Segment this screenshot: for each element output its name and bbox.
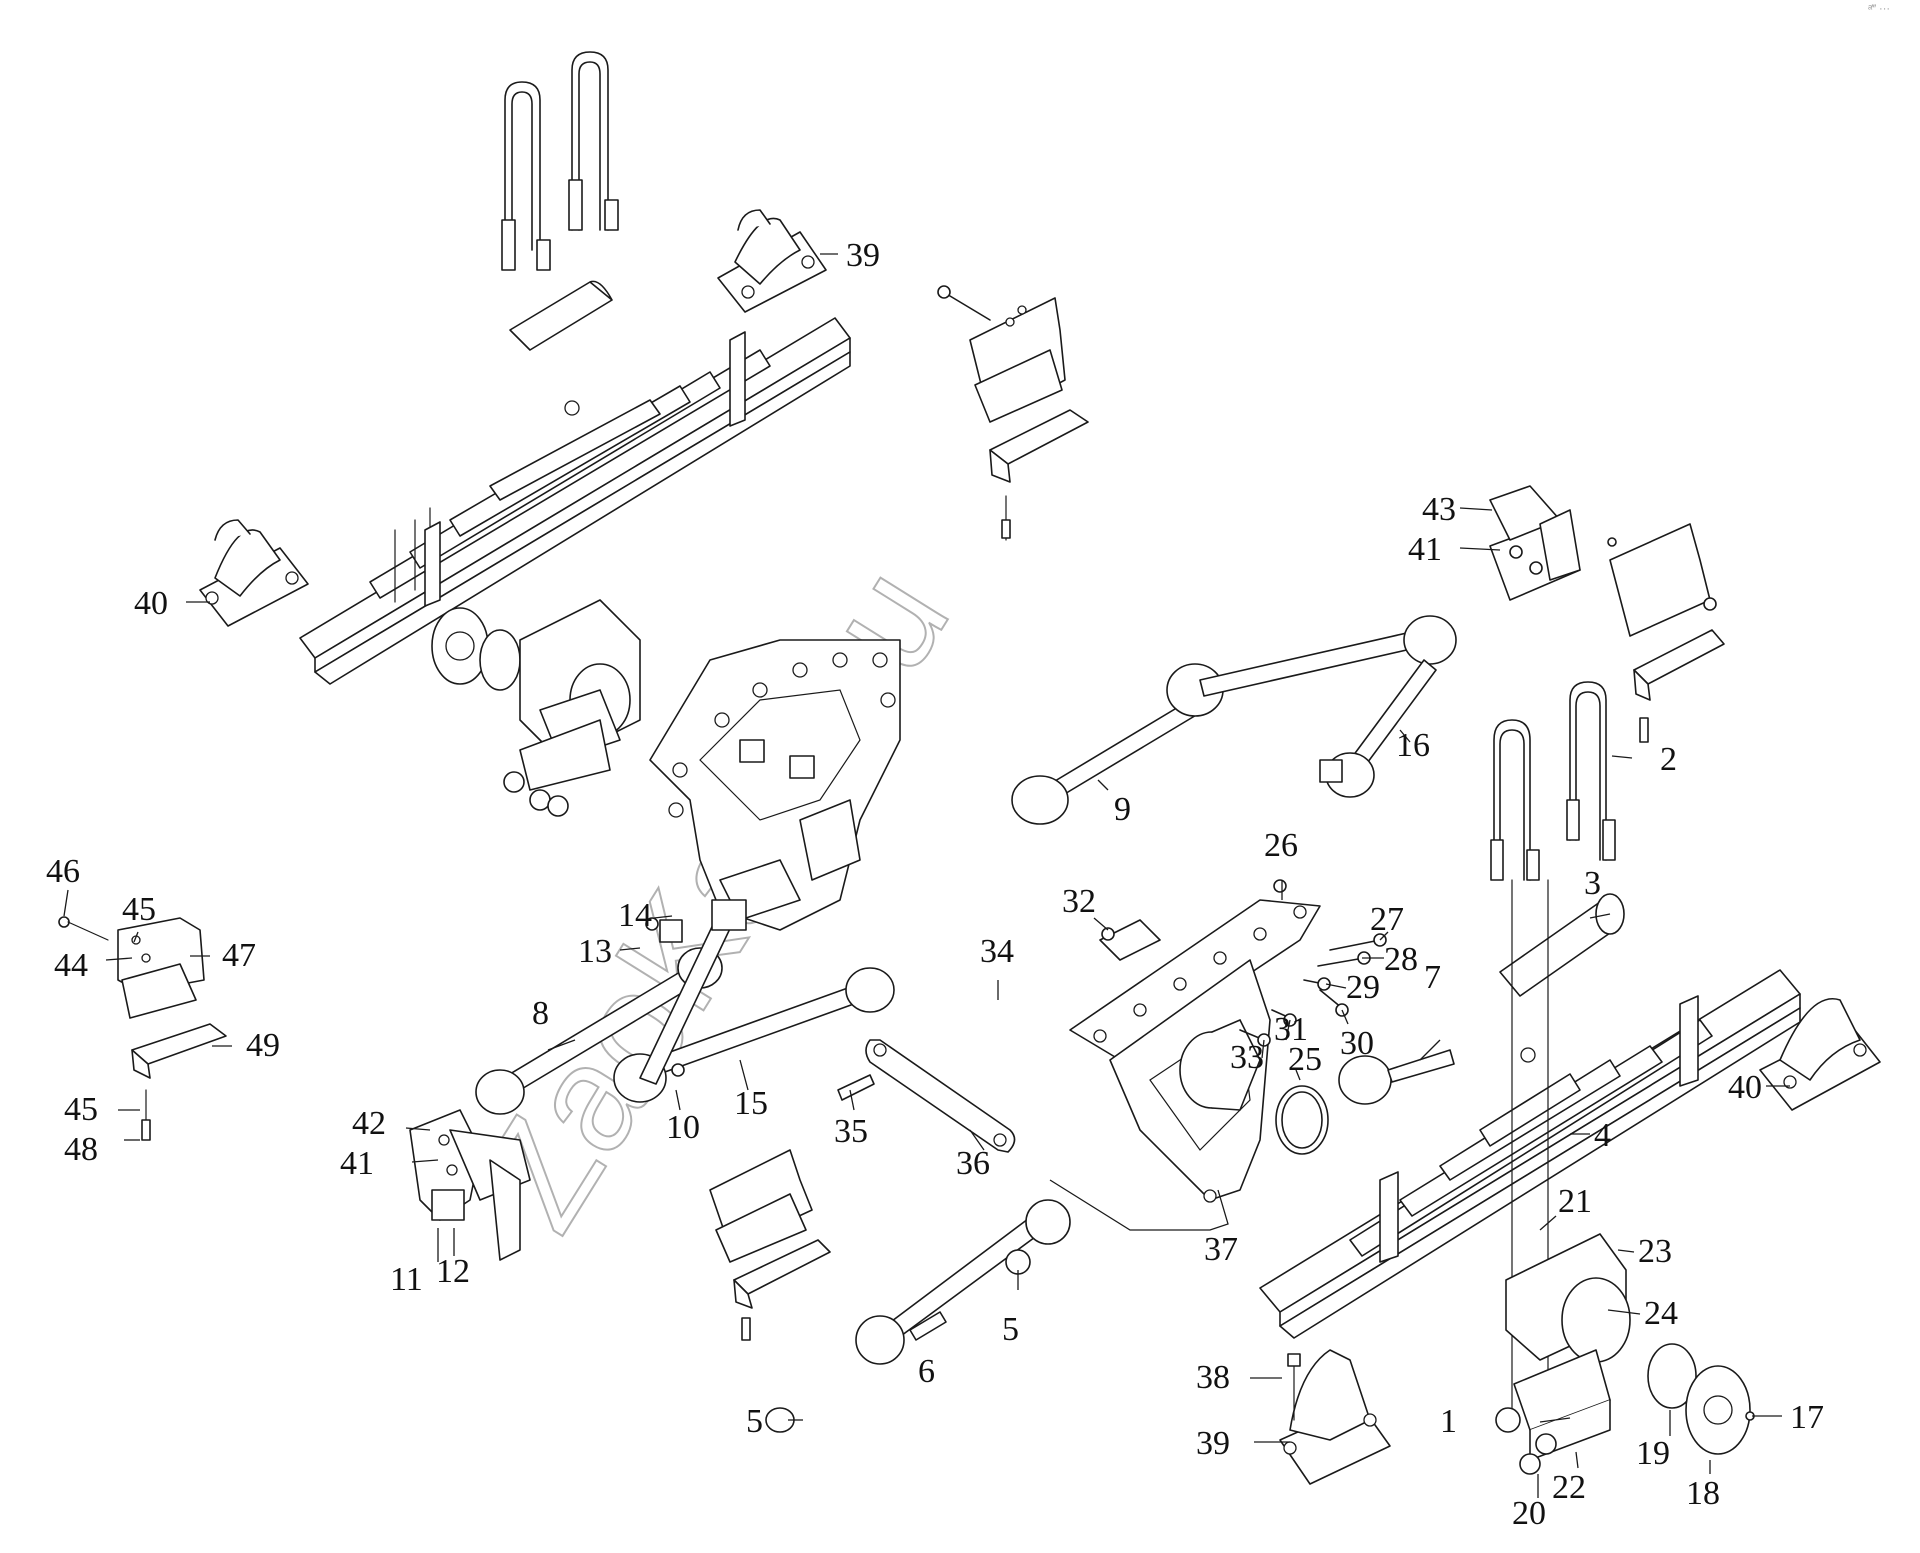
leader-lines	[63, 253, 1790, 1498]
callout-2: 2	[1660, 741, 1677, 778]
seal-ring-25-inner	[1281, 1091, 1323, 1149]
bumper-bracket-top	[937, 285, 1089, 541]
callout-26: 26	[1264, 827, 1298, 864]
callout-28: 28	[1384, 941, 1418, 978]
callout-16: 16	[1396, 727, 1430, 764]
callout-39-bottom: 39	[1196, 1425, 1230, 1462]
leaf-spring-right	[1259, 969, 1801, 1339]
frame-bracket-left	[409, 1109, 531, 1261]
callout-30: 30	[1340, 1025, 1374, 1062]
rod-end-7	[1338, 1049, 1455, 1105]
frame-bracket-right-top	[1489, 485, 1581, 601]
torque-rod-left	[475, 899, 895, 1115]
spring-seat-left	[199, 519, 309, 627]
callout-23: 23	[1638, 1233, 1672, 1270]
callout-5-right: 5	[1002, 1311, 1019, 1348]
v-torque-rod-right	[1011, 615, 1457, 825]
callout-40-left: 40	[134, 585, 168, 622]
callout-19: 19	[1636, 1435, 1670, 1472]
callout-45-top: 45	[122, 891, 156, 928]
callout-6: 6	[918, 1353, 935, 1390]
stabilizer-link	[865, 1039, 1016, 1153]
callout-41-right: 41	[1408, 531, 1442, 568]
callout-14: 14	[618, 897, 652, 934]
callout-33: 33	[1230, 1039, 1264, 1076]
bolt-35	[837, 1074, 875, 1101]
callout-36: 36	[956, 1145, 990, 1182]
spring-seat-top	[717, 209, 827, 313]
callout-20: 20	[1512, 1495, 1546, 1532]
callout-48: 48	[64, 1131, 98, 1168]
bumper-bracket-bottom	[709, 1149, 831, 1341]
callout-43: 43	[1422, 491, 1456, 528]
callout-21: 21	[1558, 1183, 1592, 1220]
callout-8: 8	[532, 995, 549, 1032]
spring-seat-right	[1759, 998, 1881, 1111]
callout-49: 49	[246, 1027, 280, 1064]
callout-34: 34	[980, 933, 1014, 970]
callout-22: 22	[1552, 1469, 1586, 1506]
callout-13: 13	[578, 933, 612, 970]
callout-5-left: 5	[746, 1403, 763, 1440]
callout-4: 4	[1594, 1117, 1611, 1154]
callout-18: 18	[1686, 1475, 1720, 1512]
callout-25: 25	[1288, 1041, 1322, 1078]
callout-41-left: 41	[340, 1145, 374, 1182]
callout-9: 9	[1114, 791, 1131, 828]
callout-40-right: 40	[1728, 1069, 1762, 1106]
u-bolt-pair-right	[1490, 681, 1616, 1421]
callout-29: 29	[1346, 969, 1380, 1006]
callout-46: 46	[46, 853, 80, 890]
bumper-bracket-far-left	[58, 916, 227, 1141]
bumper-bracket-right	[1607, 523, 1725, 743]
axle-tube	[1499, 893, 1625, 997]
callout-39-top: 39	[846, 237, 880, 274]
callout-15: 15	[734, 1085, 768, 1122]
frame-bracket-right	[1069, 899, 1321, 1203]
callout-44: 44	[54, 947, 88, 984]
callout-42: 42	[352, 1105, 386, 1142]
callout-24: 24	[1644, 1295, 1678, 1332]
callout-labels: 1 2 3 4 5 5 6 7 8 9 10 11 12 13 14 15 16…	[46, 237, 1824, 1532]
callout-38: 38	[1196, 1359, 1230, 1396]
callout-10: 10	[666, 1109, 700, 1146]
callout-11: 11	[390, 1261, 423, 1298]
callout-1: 1	[1440, 1403, 1457, 1440]
callout-7: 7	[1424, 959, 1441, 996]
callout-17: 17	[1790, 1399, 1824, 1436]
corner-mark: ᵃ‴ ···	[1868, 3, 1890, 15]
leaf-spring-left	[299, 317, 851, 685]
spring-seat-bottom	[1279, 1349, 1391, 1485]
callout-3: 3	[1584, 865, 1601, 902]
u-bolt-pair-top-left	[501, 51, 619, 271]
trunnion-hub-right	[1495, 1233, 1755, 1475]
callout-37: 37	[1204, 1231, 1238, 1268]
callout-31: 31	[1274, 1011, 1308, 1048]
callout-35: 35	[834, 1113, 868, 1150]
trunnion-hub-left	[431, 599, 641, 817]
torque-rod-bottom	[765, 1199, 1071, 1433]
callout-12: 12	[436, 1253, 470, 1290]
callout-45-bottom: 45	[64, 1091, 98, 1128]
callout-27: 27	[1370, 901, 1404, 938]
callout-32: 32	[1062, 883, 1096, 920]
spring-spacer-block	[509, 280, 613, 351]
callout-47: 47	[222, 937, 256, 974]
frame-bracket-center	[649, 639, 901, 931]
